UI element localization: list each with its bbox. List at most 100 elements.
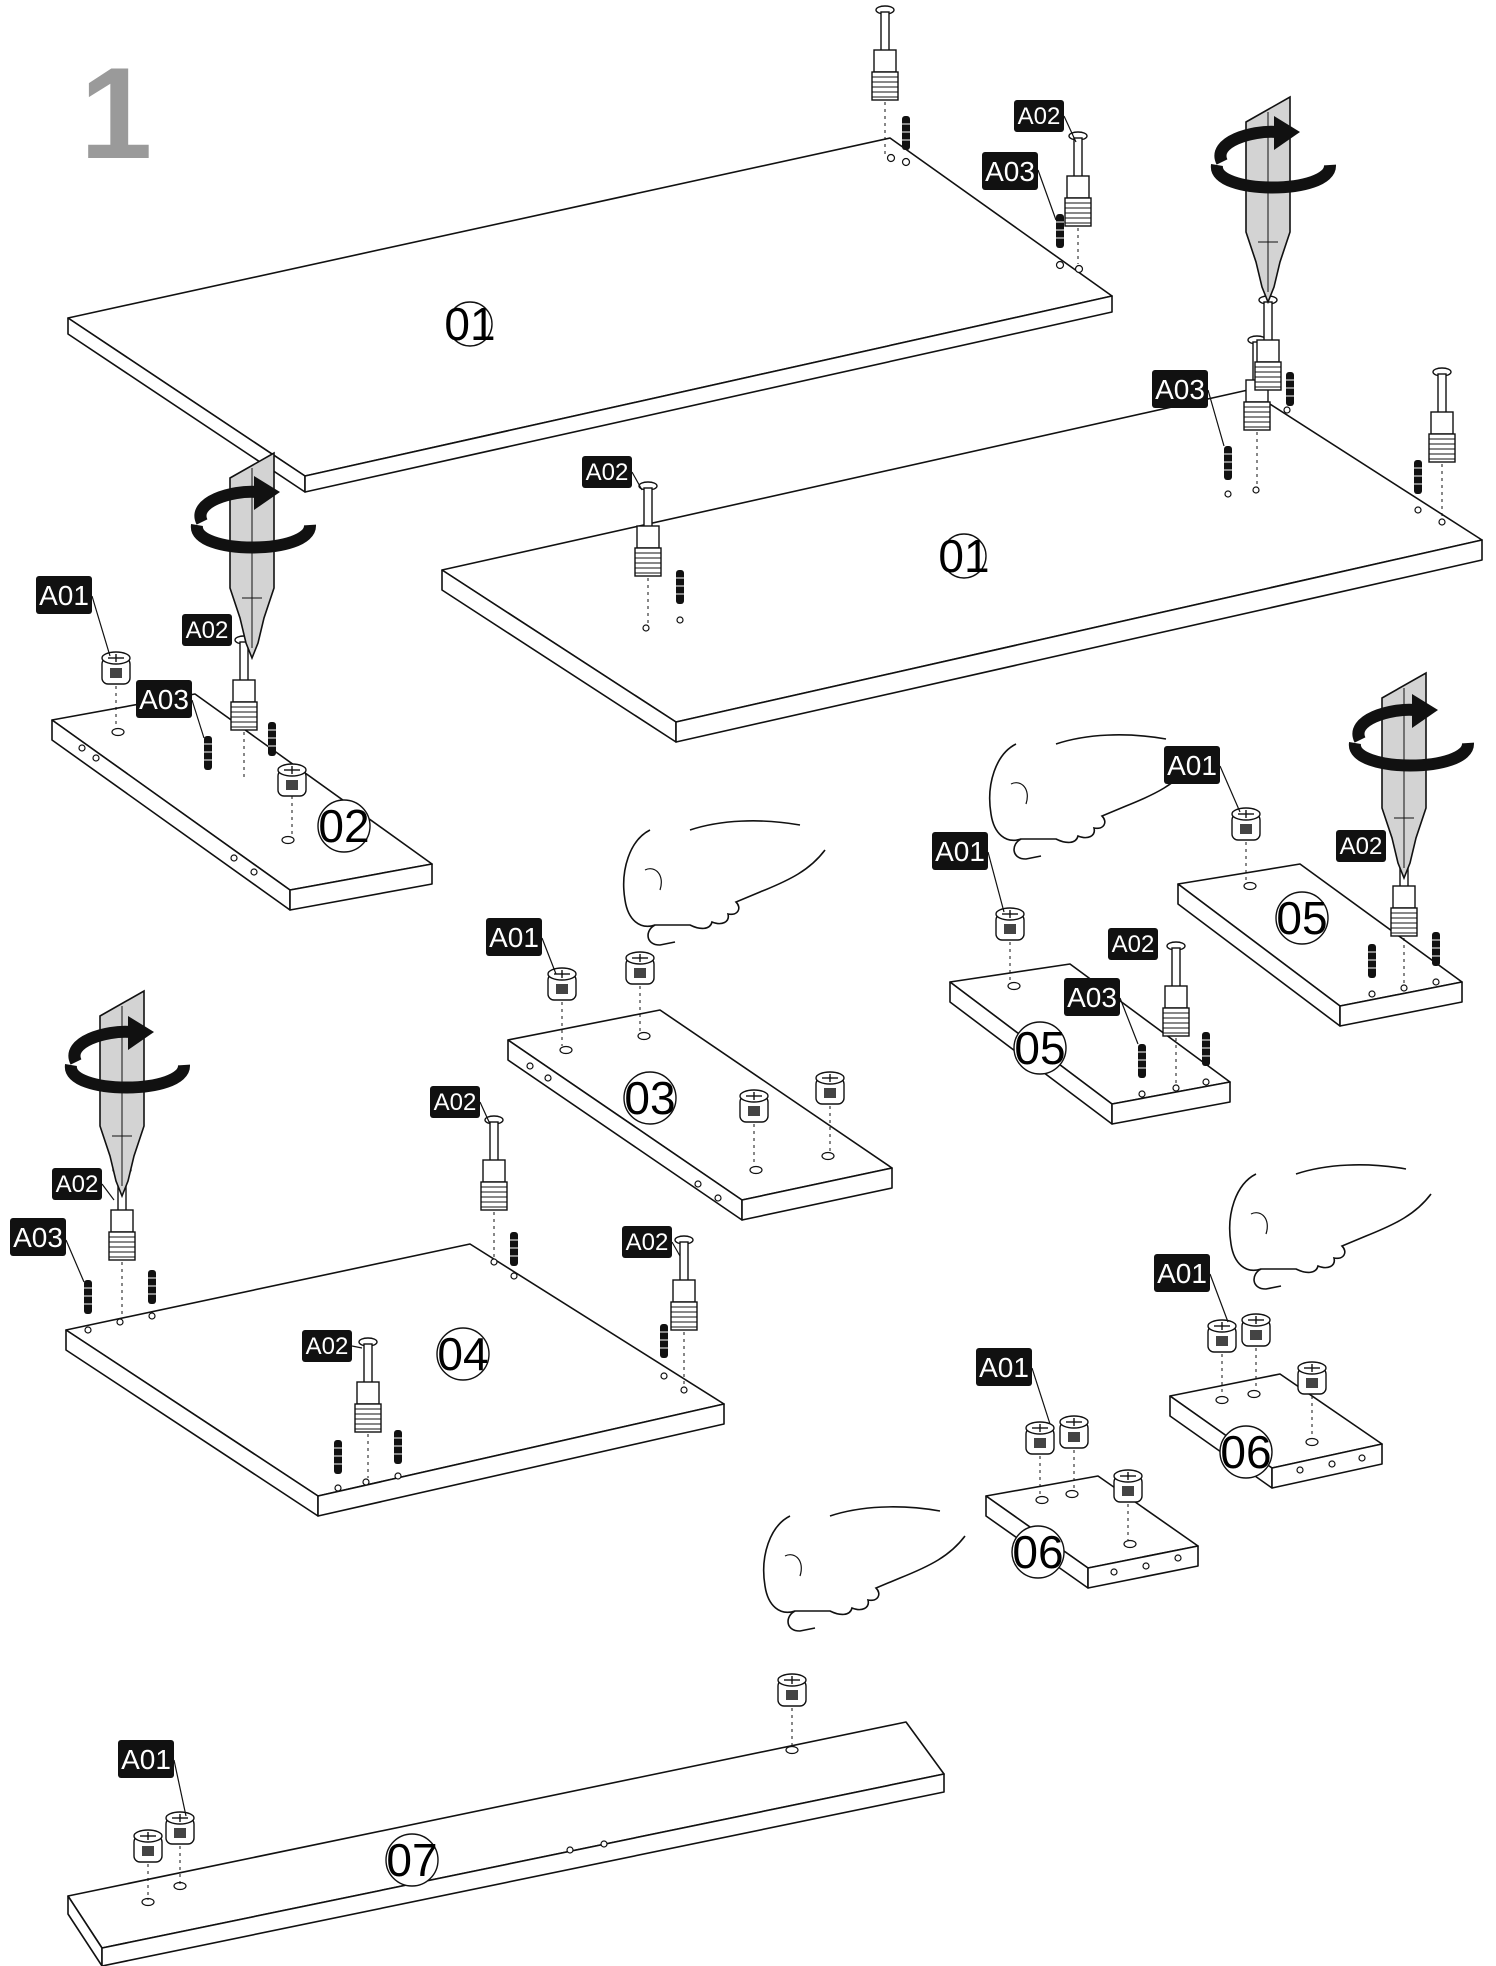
tag-a03: A03 bbox=[1152, 370, 1208, 408]
board-07: 07 bbox=[67, 1721, 945, 1966]
wood-dowel-icon bbox=[509, 1231, 519, 1267]
wood-dowel-icon bbox=[1201, 1031, 1211, 1067]
part-badge-01b bbox=[941, 533, 987, 579]
svg-text:A02: A02 bbox=[434, 1089, 477, 1116]
cam-lock-icon bbox=[133, 1829, 163, 1863]
tag-a01: A01 bbox=[36, 576, 92, 614]
tag-a02: A02 bbox=[1108, 928, 1158, 960]
svg-text:A03: A03 bbox=[1067, 982, 1117, 1013]
wood-dowel-icon bbox=[147, 1269, 157, 1305]
wood-dowel-icon bbox=[267, 721, 277, 757]
part-badge-05a bbox=[1013, 1021, 1067, 1075]
board-03: 03 bbox=[507, 1009, 893, 1221]
cam-lock-icon bbox=[1025, 1421, 1055, 1455]
board-05-left: 05 bbox=[949, 963, 1231, 1125]
board-06-right: 06 bbox=[1169, 1373, 1383, 1489]
tag-a01: A01 bbox=[932, 832, 988, 870]
cam-lock-icon bbox=[1059, 1415, 1089, 1449]
svg-text:A03: A03 bbox=[1155, 374, 1205, 405]
tag-a02: A02 bbox=[582, 456, 632, 488]
tag-a03: A03 bbox=[136, 680, 192, 718]
screwdriver-icon bbox=[229, 452, 275, 659]
tag-a02: A02 bbox=[182, 614, 232, 646]
cam-bolt-icon bbox=[670, 1235, 698, 1331]
board-05-right: 05 bbox=[1177, 863, 1463, 1027]
cam-lock-icon bbox=[995, 907, 1025, 941]
cam-lock-icon bbox=[625, 951, 655, 985]
wood-dowel-icon bbox=[1285, 371, 1295, 407]
part-badge-06b bbox=[1219, 1425, 1273, 1479]
hand-icon bbox=[988, 734, 1192, 860]
svg-text:A02: A02 bbox=[1112, 931, 1155, 958]
cam-lock-icon bbox=[777, 1673, 807, 1707]
wood-dowel-icon bbox=[1137, 1043, 1147, 1079]
part-badge-06a bbox=[1011, 1525, 1065, 1579]
svg-text:A02: A02 bbox=[1018, 103, 1061, 130]
part-badge-05b bbox=[1275, 891, 1329, 945]
tag-a02: A02 bbox=[430, 1086, 480, 1118]
svg-text:A01: A01 bbox=[979, 1352, 1029, 1383]
part-badge-07 bbox=[385, 1833, 439, 1887]
cam-bolt-icon bbox=[1428, 367, 1456, 463]
tag-a01: A01 bbox=[118, 1740, 174, 1778]
part-number-05b: 05 bbox=[1276, 892, 1327, 944]
part-number-04: 04 bbox=[437, 1328, 488, 1380]
screwdriver-icon bbox=[99, 990, 145, 1197]
cam-lock-icon bbox=[1241, 1313, 1271, 1347]
tag-a03: A03 bbox=[10, 1218, 66, 1256]
part-number-05a: 05 bbox=[1014, 1022, 1065, 1074]
svg-text:A01: A01 bbox=[39, 580, 89, 611]
part-number-01a: 01 bbox=[444, 298, 495, 350]
part-number-07: 07 bbox=[386, 1834, 437, 1886]
cam-lock-icon bbox=[739, 1089, 769, 1123]
part-badge-04 bbox=[436, 1327, 490, 1381]
tag-a02: A02 bbox=[1336, 830, 1386, 862]
cam-lock-icon bbox=[1231, 807, 1261, 841]
hand-icon bbox=[622, 820, 826, 946]
svg-text:A02: A02 bbox=[306, 1333, 349, 1360]
board-06-left: 06 bbox=[985, 1475, 1199, 1589]
wood-dowel-icon bbox=[203, 735, 213, 771]
wood-dowel-icon bbox=[901, 115, 911, 151]
wood-dowel-icon bbox=[1413, 459, 1423, 495]
cam-lock-icon bbox=[815, 1071, 845, 1105]
cam-bolt-icon bbox=[871, 5, 899, 101]
svg-text:A03: A03 bbox=[13, 1222, 63, 1253]
hand-icon bbox=[1228, 1164, 1432, 1290]
part-number-06a: 06 bbox=[1012, 1526, 1063, 1578]
svg-text:A02: A02 bbox=[56, 1171, 99, 1198]
svg-text:A01: A01 bbox=[489, 922, 539, 953]
part-number-02: 02 bbox=[318, 800, 369, 852]
svg-text:A01: A01 bbox=[935, 836, 985, 867]
wood-dowel-icon bbox=[1223, 445, 1233, 481]
cam-lock-icon bbox=[277, 763, 307, 797]
cam-lock-icon bbox=[165, 1811, 195, 1845]
svg-text:A01: A01 bbox=[1157, 1258, 1207, 1289]
wood-dowel-icon bbox=[83, 1279, 93, 1315]
cam-lock-icon bbox=[1207, 1319, 1237, 1353]
tag-a01: A01 bbox=[1164, 746, 1220, 784]
cam-bolt-icon bbox=[1162, 941, 1190, 1037]
part-badge-02 bbox=[317, 799, 371, 853]
board-01-bottom: 01 bbox=[441, 389, 1483, 743]
wood-dowel-icon bbox=[333, 1439, 343, 1475]
wood-dowel-icon bbox=[1367, 943, 1377, 979]
tag-a02: A02 bbox=[302, 1330, 352, 1362]
cam-bolt-icon bbox=[480, 1115, 508, 1211]
tag-a02: A02 bbox=[1014, 100, 1064, 132]
part-number-01b: 01 bbox=[938, 530, 989, 582]
cam-lock-icon bbox=[1113, 1469, 1143, 1503]
svg-text:A03: A03 bbox=[985, 156, 1035, 187]
svg-text:A01: A01 bbox=[121, 1744, 171, 1775]
step-number: 1 bbox=[80, 40, 152, 186]
svg-text:A03: A03 bbox=[139, 684, 189, 715]
tag-a01: A01 bbox=[1154, 1254, 1210, 1292]
part-number-03: 03 bbox=[624, 1072, 675, 1124]
tag-a01: A01 bbox=[486, 918, 542, 956]
wood-dowel-icon bbox=[1431, 931, 1441, 967]
part-badge-03 bbox=[623, 1071, 677, 1125]
wood-dowel-icon bbox=[1055, 213, 1065, 249]
tag-a01: A01 bbox=[976, 1348, 1032, 1386]
tag-a03: A03 bbox=[982, 152, 1038, 190]
